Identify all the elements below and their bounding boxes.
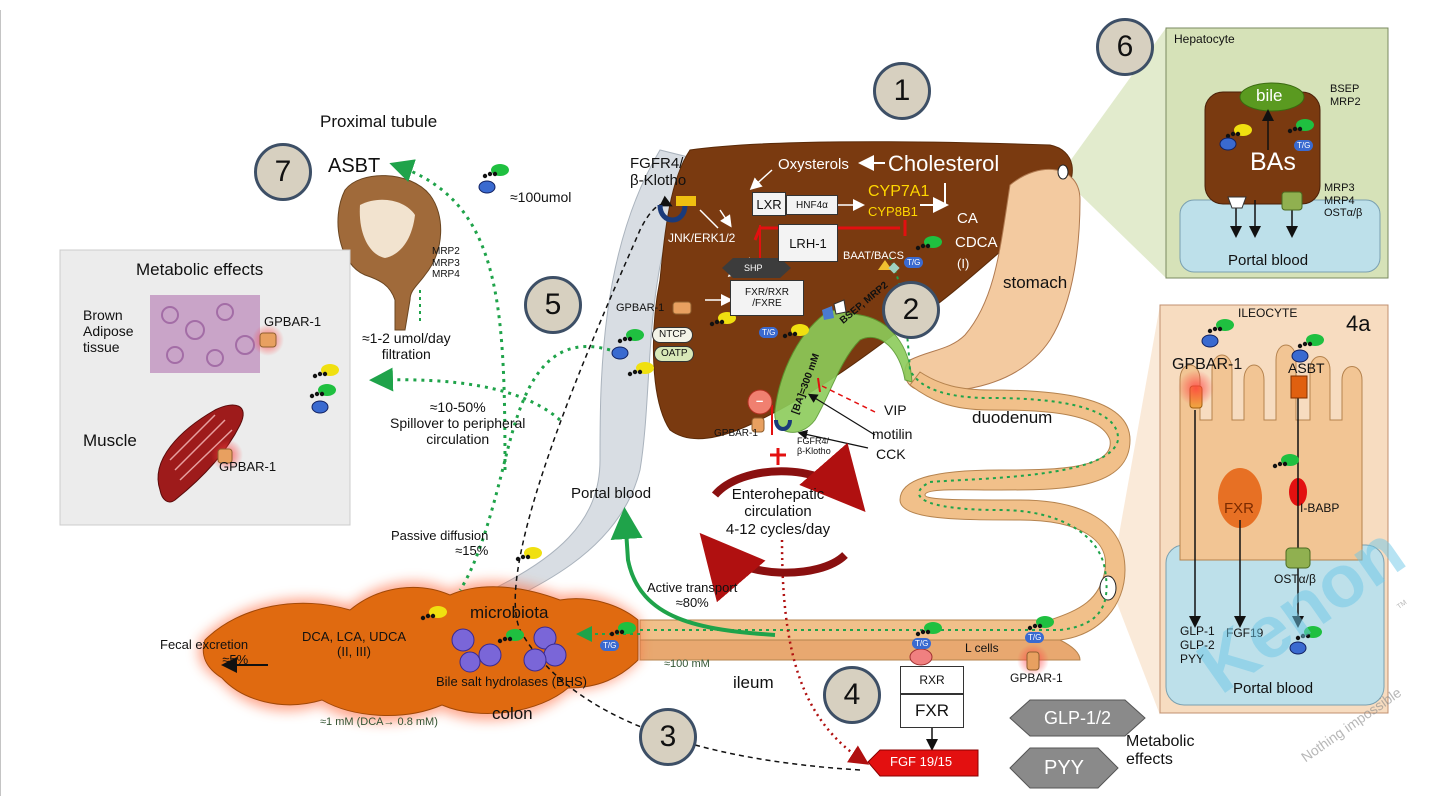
rxr-box: RXR <box>900 666 964 694</box>
kidney-asbt-label: ASBT <box>328 155 381 177</box>
metabolic-effects-box <box>59 249 351 526</box>
hepatocyte-portal-blood-label: Portal blood <box>1228 252 1309 269</box>
fgfr4-gallbladder-label: FGFR4/ β-Klotho <box>797 436 831 457</box>
baat-bacs-label: BAAT/BACS <box>843 250 904 262</box>
fgfr4-klotho-label: FGFR4/ β-Klotho <box>630 155 687 190</box>
ntcp-transporter: NTCP <box>652 327 694 343</box>
ca-label: CA <box>957 210 978 227</box>
portal-blood-label: Portal blood <box>571 485 652 502</box>
roman-i-label: (I) <box>957 256 970 271</box>
step-2-marker: 2 <box>882 281 940 339</box>
pyy-hexagon <box>1009 747 1119 789</box>
filtration-label: ≈1-2 umol/day filtration <box>362 330 451 363</box>
gpbar1-gallbladder-label: GPBAR-1 <box>714 428 758 439</box>
cdca-label: CDCA <box>955 234 998 251</box>
cck-label: CCK <box>876 446 906 462</box>
fecal-excretion-label: Fecal excretion ≈5% <box>160 637 249 667</box>
bas-label: BAs <box>1250 148 1296 176</box>
ileocyte-callout-wedge <box>1110 305 1160 715</box>
pyy-hexagon-label: PYY <box>1043 756 1085 779</box>
tg-liver-badge: T/G <box>904 257 924 269</box>
step-7-marker: 7 <box>254 143 312 201</box>
ileocyte-fxr-label: FXR <box>1224 500 1254 517</box>
jnk-erk-label: JNK/ERK1/2 <box>668 231 736 245</box>
colon <box>202 586 639 717</box>
tg-hepatocyte-badge: T/G <box>1294 140 1314 152</box>
fxr-box: FXR <box>900 694 964 728</box>
bile-acid-molecules <box>309 119 1324 655</box>
vip-label: VIP <box>884 402 907 418</box>
secondary-bile-acids-label: DCA, LCA, UDCA (II, III) <box>302 629 407 659</box>
tg-liver-badge-2: T/G <box>759 327 779 339</box>
cholesterol-label: Cholesterol <box>888 151 1000 176</box>
spillover-label: ≈10-50% Spillover to peripheral circulat… <box>390 399 526 448</box>
ileocyte-fgf19-label: FGF19 <box>1226 626 1264 640</box>
ileum-label: ileum <box>733 673 774 692</box>
motilin-label: motilin <box>872 426 913 442</box>
ileocyte-gpbar1-label: GPBAR-1 <box>1172 356 1243 373</box>
oatp-transporter: OATP <box>654 346 695 362</box>
step-6-marker: 6 <box>1096 18 1154 76</box>
step-4-marker: 4 <box>823 666 881 724</box>
hepatocyte-mrp-ost-label: MRP3 MRP4 OSTα/β <box>1324 182 1363 220</box>
ileocyte-ost-label: OSTα/β <box>1274 572 1316 586</box>
hepatocyte-callout-wedge <box>1060 28 1166 278</box>
hepatocyte-bsep-label: BSEP MRP2 <box>1330 83 1361 108</box>
stomach-label: stomach <box>1003 273 1068 292</box>
bsh-label: Bile salt hydrolases (BHS) <box>436 674 587 689</box>
brown-adipose-image <box>150 295 260 373</box>
colon-label: colon <box>492 704 533 723</box>
ileocyte-glp-pyy-label: GLP-1 GLP-2 PYY <box>1180 624 1215 666</box>
kidney-amount-label: ≈100umol <box>510 189 572 205</box>
inhibition-minus: – <box>756 393 764 408</box>
oxysterols-label: Oxysterols <box>778 156 849 173</box>
enterohepatic-label: Enterohepatic circulation 4-12 cycles/da… <box>725 486 831 538</box>
gpbar1-muscle-label: GPBAR-1 <box>219 459 277 474</box>
lrh1-box: LRH-1 <box>778 224 838 262</box>
lxr-box: LXR <box>752 192 786 216</box>
ileocyte-asbt-label: ASBT <box>1288 360 1325 376</box>
glp-hexagon <box>1009 699 1146 737</box>
metabolic-effects-title: Metabolic effects <box>136 260 264 279</box>
kidney-mrps-label: MRP2 MRP3 MRP4 <box>432 246 460 280</box>
muscle-label: Muscle <box>83 431 137 450</box>
hepatocyte-title: Hepatocyte <box>1174 32 1235 46</box>
ileocyte-portal-blood-label: Portal blood <box>1233 680 1314 697</box>
step-3-marker: 3 <box>639 708 697 766</box>
active-transport-label: Active transport ≈80% <box>647 580 738 610</box>
glp-hexagon-label: GLP-1/2 <box>1043 707 1112 728</box>
passive-diffusion-label: Passive diffusion ≈15% <box>391 528 489 558</box>
gpbar1-ileum-label: GPBAR-1 <box>1010 671 1063 685</box>
proximal-tubule-title: Proximal tubule <box>320 112 438 131</box>
ileum-concentration-label: ≈100 mM <box>664 658 710 670</box>
fgf-label: FGF 19/15 <box>890 754 953 769</box>
muscle-graphic <box>157 404 244 503</box>
hnf4a-box: HNF4α <box>786 195 838 215</box>
duodenum-label: duodenum <box>972 408 1053 427</box>
tg-ileum-badge-2: T/G <box>912 638 932 650</box>
step-5-marker: 5 <box>524 276 582 334</box>
gpbar1-bat-label: GPBAR-1 <box>264 314 322 329</box>
microbiota-bacteria <box>451 626 567 673</box>
step-1-marker: 1 <box>873 62 931 120</box>
l-cells-label: L cells <box>965 641 999 655</box>
cyp8b1-label: CYP8B1 <box>868 204 918 219</box>
microbiota-label: microbiota <box>470 603 549 622</box>
brown-adipose-label: Brown Adipose tissue <box>83 307 134 356</box>
metabolic-effects-hexagon-label: Metabolic effects <box>1126 733 1195 769</box>
step-4a-label: 4a <box>1346 311 1371 336</box>
shp-label: SHP <box>744 263 763 273</box>
tg-ileum-badge-3: T/G <box>1025 632 1045 644</box>
cyp7a1-label: CYP7A1 <box>868 183 930 200</box>
ileocyte-ibabp-label: I-BABP <box>1300 501 1340 515</box>
tg-ileum-badge-1: T/G <box>600 640 620 652</box>
fxr-rxr-box: FXR/RXR /FXRE <box>730 280 804 316</box>
fgf-tag <box>867 749 979 777</box>
gpbar1-liver-label: GPBAR-1 <box>616 302 665 314</box>
ileocyte-title: ILEOCYTE <box>1238 306 1298 320</box>
colon-concentration-label: ≈1 mM (DCA→ 0.8 mM) <box>320 716 438 728</box>
bile-label: bile <box>1256 86 1283 105</box>
